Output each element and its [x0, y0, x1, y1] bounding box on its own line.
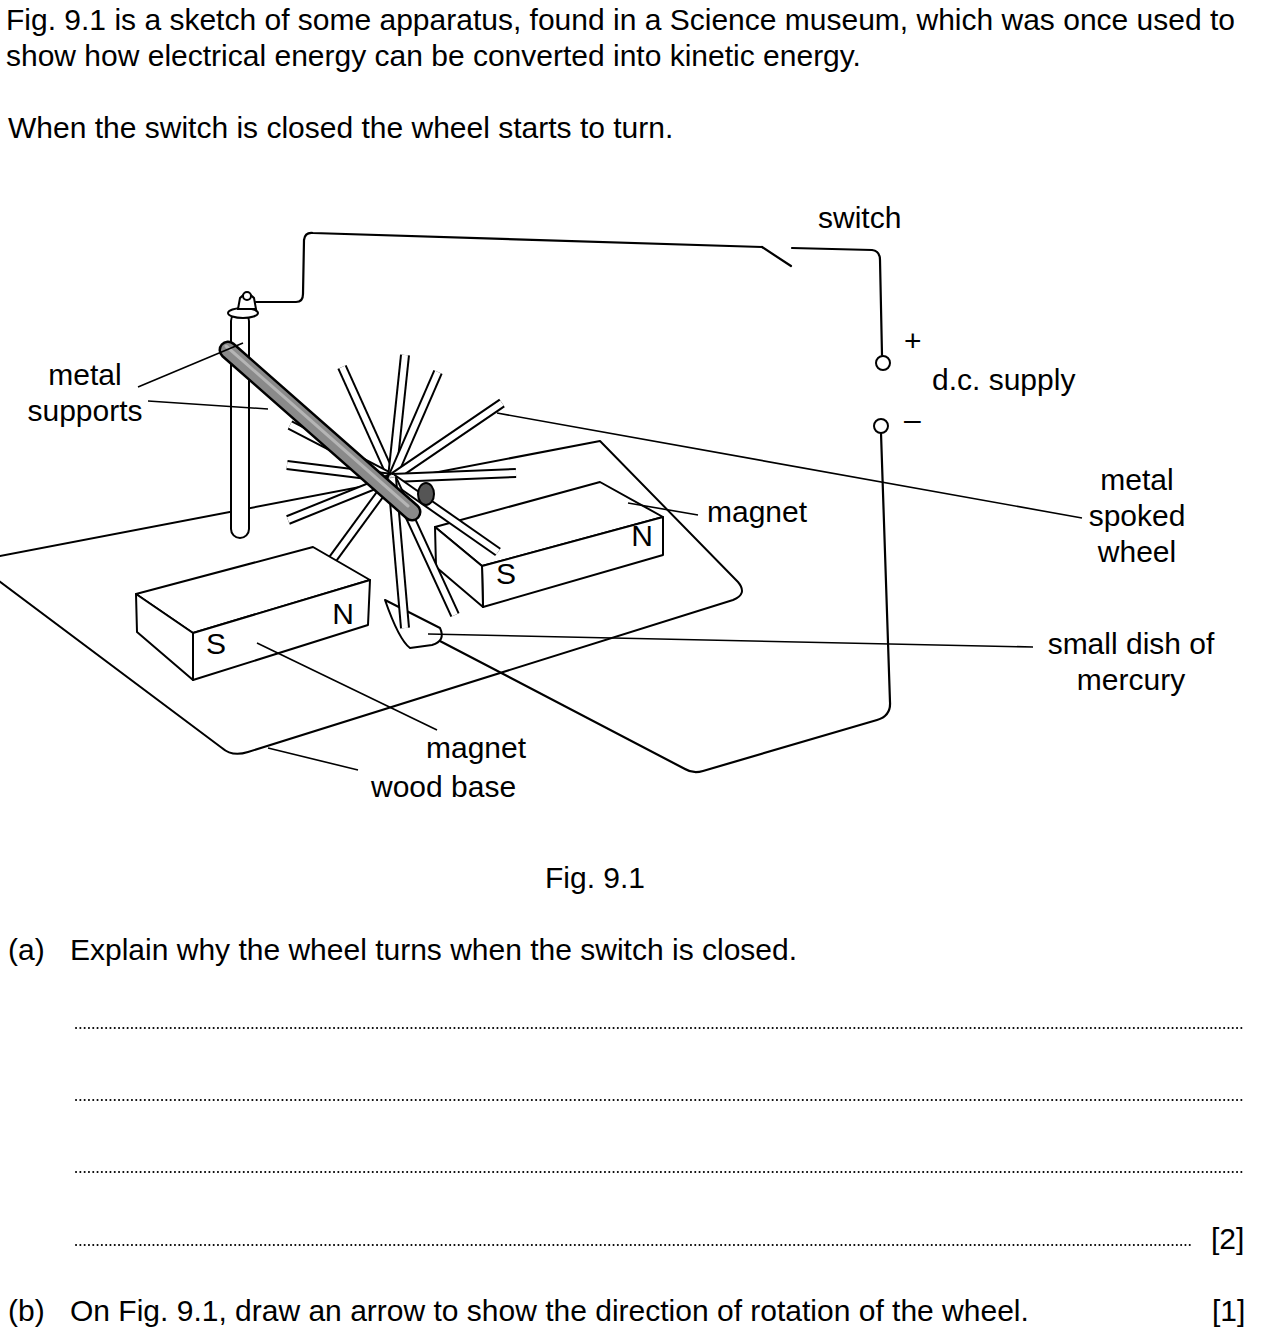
wheel-spoke: [332, 478, 392, 560]
component-label: metal spoked wheel: [1072, 462, 1202, 570]
wheel-spoke: [392, 478, 405, 628]
pole-letter: S: [496, 556, 516, 592]
wheel-spoke: [392, 478, 455, 615]
wheel-spoke: [288, 478, 392, 520]
component-label: d.c. supply: [932, 362, 1075, 398]
leader-line: [148, 401, 268, 409]
wheel-spoke: [392, 478, 498, 552]
wheel-spoke: [332, 478, 392, 560]
wheel-spoke: [392, 403, 502, 478]
metal-arm: [226, 346, 412, 512]
component-label: metal supports: [20, 357, 150, 429]
terminal-sign: +: [904, 323, 922, 359]
magnet-face: [136, 594, 193, 680]
answer-line: [76, 1028, 1242, 1245]
magnet-face: [193, 580, 370, 680]
terminal-screw: [243, 292, 251, 300]
mark-allocation: [2]: [1211, 1221, 1244, 1257]
wheel-spoke: [290, 425, 392, 478]
wheel-spoke: [392, 473, 516, 478]
component-label: magnet: [426, 730, 526, 766]
wire: [438, 433, 890, 772]
intro-text: When the switch is closed the wheel star…: [8, 110, 673, 146]
answer-line: [76, 1099, 1242, 1101]
metal-arm: [228, 350, 412, 512]
post-cap: [228, 308, 258, 318]
answer-line: [76, 1027, 1242, 1029]
metal-arm: [228, 350, 412, 512]
wheel-spoke: [392, 478, 405, 628]
wheel-spoke: [392, 473, 516, 478]
magnet-face: [482, 517, 663, 607]
wood-base: [0, 441, 742, 754]
question-number: (b): [8, 1293, 45, 1329]
wheel-spoke: [342, 367, 392, 478]
mercury-dish: [385, 600, 442, 648]
wire: [792, 248, 882, 355]
wheel-spoke: [287, 465, 392, 478]
answer-line: [76, 1171, 1242, 1173]
wheel-spoke: [392, 372, 438, 478]
terminal-screw: [238, 294, 256, 309]
metal-post: [228, 292, 258, 538]
terminal-sign: –: [904, 402, 921, 438]
component-label: small dish of mercury: [1036, 626, 1226, 698]
pole-letter: N: [631, 518, 653, 554]
question-number: (a): [8, 932, 45, 968]
mark-allocation: [1]: [1212, 1293, 1245, 1329]
wheel-spoke: [392, 478, 498, 552]
figure-caption: Fig. 9.1: [545, 860, 645, 896]
supply-terminal: [876, 356, 890, 370]
intro-text: Fig. 9.1 is a sketch of some apparatus, …: [6, 2, 1268, 74]
wheel-spoke: [392, 355, 405, 478]
question-text: Explain why the wheel turns when the swi…: [70, 932, 797, 968]
leader-line: [138, 343, 243, 387]
wheel-spoke: [392, 403, 502, 478]
magnet-outline: [433, 480, 666, 610]
wire: [256, 233, 762, 302]
metal-post: [231, 312, 249, 538]
wheel-spoke: [392, 478, 455, 615]
wheel-spoke: [288, 478, 392, 520]
component-label: magnet: [707, 494, 807, 530]
magnet-face: [435, 527, 483, 607]
leader-line: [138, 343, 1082, 770]
leader-line: [268, 748, 358, 770]
leader-line: [628, 503, 698, 515]
switch-blade: [762, 247, 791, 266]
question-text: On Fig. 9.1, draw an arrow to show the d…: [70, 1293, 1029, 1329]
metal-arm: [226, 346, 408, 506]
wheel-spoke: [290, 425, 392, 478]
magnet-block: SN: [134, 545, 372, 683]
wheel-spoke: [342, 367, 392, 478]
leader-line: [428, 634, 1033, 647]
leader-line: [257, 643, 437, 730]
answer-line: [76, 1244, 1192, 1246]
wire: [256, 233, 890, 772]
pole-letter: N: [332, 596, 354, 632]
wheel-hub: [418, 483, 434, 505]
pole-letter: S: [206, 626, 226, 662]
wheel-spoke: [287, 465, 392, 478]
wheel-spoke: [392, 355, 405, 478]
component-label: wood base: [371, 769, 516, 805]
component-label: switch: [818, 200, 901, 236]
supply-terminal: [874, 419, 888, 433]
magnet-block: SN: [433, 480, 666, 610]
wheel-spoke: [392, 372, 438, 478]
